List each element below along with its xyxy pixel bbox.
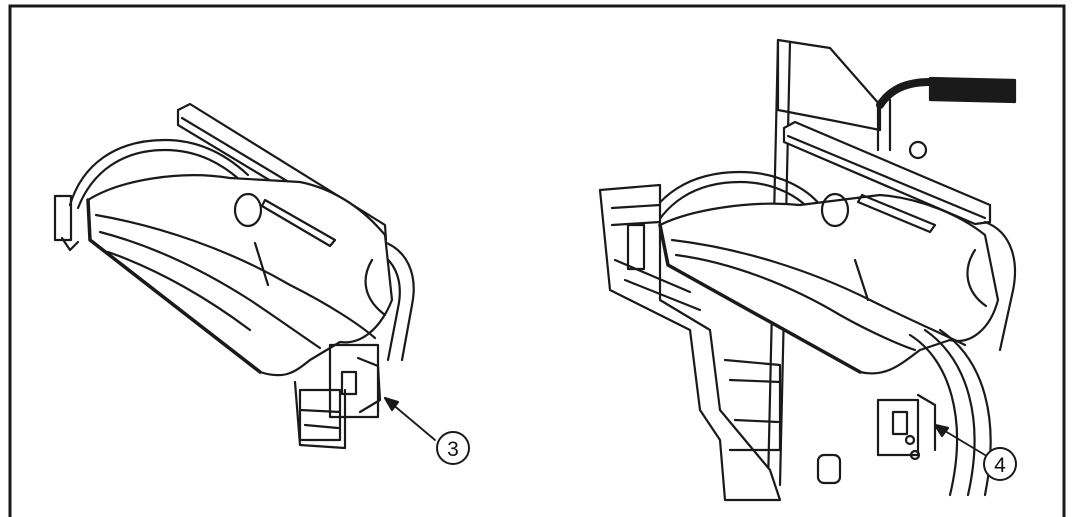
left-armrest-illustration <box>53 102 436 450</box>
callout-3: 3 <box>436 431 470 465</box>
right-armrest-illustration <box>598 38 1017 502</box>
callout-4: 4 <box>983 447 1017 481</box>
callout-4-label: 4 <box>994 454 1006 477</box>
callout-3-label: 3 <box>447 438 459 461</box>
figure-border <box>8 4 1066 517</box>
